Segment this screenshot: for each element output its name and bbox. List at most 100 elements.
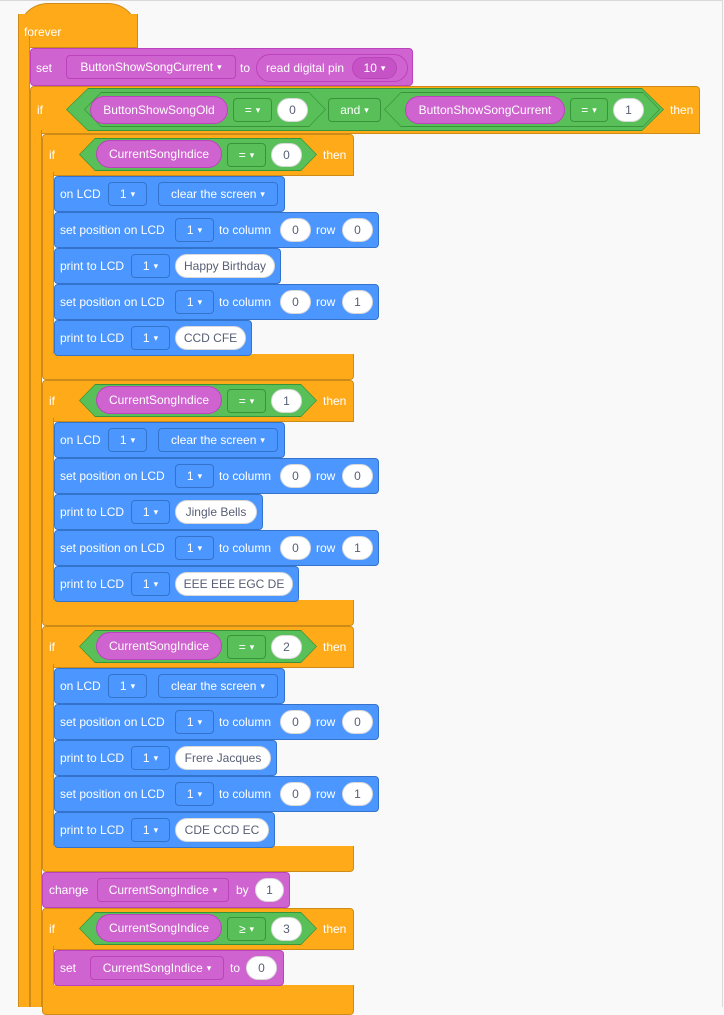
song-if-footer [42,846,354,872]
on-lcd-label: on LCD [60,679,101,693]
song-if-arm [42,172,54,356]
column-input[interactable]: 0 [280,782,311,806]
chevron-down-icon: ▾ [364,104,369,115]
set-position-block[interactable] [54,212,379,248]
lcd-action-dropdown[interactable]: clear the screen▾ [158,674,278,698]
value-input[interactable]: 1 [613,98,644,122]
lcd-number-dropdown[interactable]: 1▾ [131,818,170,842]
set-position-label: set position on LCD [60,295,165,309]
variable-dropdown[interactable]: CurrentSongIndice▾ [90,956,224,980]
value-input[interactable]: 1 [255,878,284,902]
text-input[interactable]: Frere Jacques [175,746,271,770]
row-input[interactable]: 1 [342,536,373,560]
value-input[interactable]: 2 [271,635,302,659]
forever-header [18,14,138,48]
chevron-down-icon: ▾ [197,542,203,553]
variable-reporter[interactable]: CurrentSongIndice [96,914,222,942]
set-position-block[interactable] [54,458,379,494]
to-column-label: to column [219,295,272,309]
lcd-number-dropdown[interactable]: 1▾ [175,782,214,806]
variable-reporter[interactable]: CurrentSongIndice [96,140,222,168]
lcd-number-dropdown[interactable]: 1▾ [108,182,147,206]
set-position-block[interactable] [54,704,379,740]
pin-dropdown[interactable]: 10▾ [352,57,397,79]
set-position-block[interactable] [54,776,379,812]
lcd-number-dropdown[interactable]: 1▾ [108,428,147,452]
column-input[interactable]: 0 [280,290,311,314]
set-label: set [36,61,53,75]
if-label: if [49,640,55,654]
text-input[interactable]: CDE CCD EC [175,818,269,842]
column-input[interactable]: 0 [280,218,311,242]
lcd-action-dropdown[interactable]: clear the screen▾ [158,182,278,206]
lcd-number-dropdown[interactable]: 1▾ [175,290,214,314]
value-input[interactable]: 0 [277,98,308,122]
by-label: by [236,883,249,897]
song-if-footer [42,600,354,626]
to-label: to [230,961,241,975]
lcd-number-dropdown[interactable]: 1▾ [108,674,147,698]
lcd-number-dropdown[interactable]: 1▾ [175,536,214,560]
main-if-arm [30,130,42,1007]
variable-reporter[interactable]: ButtonShowSongOld [90,96,228,124]
variable-reporter[interactable]: CurrentSongIndice [96,632,222,660]
chevron-down-icon: ▾ [197,716,203,727]
value-input[interactable]: 1 [271,389,302,413]
row-input[interactable]: 0 [342,464,373,488]
operator-dropdown[interactable]: =▾ [227,635,266,659]
lcd-action-dropdown[interactable]: clear the screen▾ [158,428,278,452]
lcd-number-dropdown[interactable]: 1▾ [175,710,214,734]
operator-dropdown[interactable]: =▾ [233,98,272,122]
operator-dropdown[interactable]: ≥▾ [227,917,266,941]
print-label: print to LCD [60,331,125,345]
chevron-down-icon: ▾ [153,578,159,589]
if-label: if [49,394,55,408]
lcd-number-dropdown[interactable]: 1▾ [131,572,170,596]
chevron-down-icon: ▾ [592,104,597,115]
variable-reporter[interactable]: ButtonShowSongCurrent [405,96,565,124]
text-input[interactable]: Happy Birthday [175,254,275,278]
lcd-number-dropdown[interactable]: 1▾ [175,464,214,488]
set-position-block[interactable] [54,284,379,320]
chevron-down-icon: ▾ [206,962,212,973]
value-input[interactable]: 0 [246,956,277,980]
lcd-number-dropdown[interactable]: 1▾ [131,500,170,524]
variable-dropdown[interactable]: ButtonShowSongCurrent▾ [66,55,236,79]
text-input[interactable]: Jingle Bells [175,500,257,524]
chevron-down-icon: ▾ [130,434,136,445]
variable-reporter[interactable]: CurrentSongIndice [96,386,222,414]
operator-dropdown[interactable]: =▾ [570,98,608,122]
row-label: row [316,715,336,729]
value-input[interactable]: 3 [271,917,302,941]
chevron-down-icon: ▾ [153,332,159,343]
on-lcd-label: on LCD [60,433,101,447]
chevron-down-icon: ▾ [130,188,136,199]
row-label: row [316,223,336,237]
chevron-down-icon: ▾ [260,188,265,199]
set-position-label: set position on LCD [60,469,165,483]
text-input[interactable]: EEE EEE EGC DE [175,572,293,596]
lcd-number-dropdown[interactable]: 1▾ [131,254,170,278]
column-input[interactable]: 0 [280,464,311,488]
then-label: then [323,148,347,162]
value-input[interactable]: 0 [271,143,302,167]
operator-dropdown[interactable]: =▾ [227,389,266,413]
and-dropdown[interactable]: and▾ [328,98,381,122]
text-input[interactable]: CCD CFE [175,326,246,350]
chevron-down-icon: ▾ [260,680,265,691]
column-input[interactable]: 0 [280,710,311,734]
set-position-block[interactable] [54,530,379,566]
column-input[interactable]: 0 [280,536,311,560]
lcd-number-dropdown[interactable]: 1▾ [175,218,214,242]
row-input[interactable]: 0 [342,218,373,242]
variable-dropdown[interactable]: CurrentSongIndice▾ [97,878,229,902]
row-input[interactable]: 0 [342,710,373,734]
row-input[interactable]: 1 [342,290,373,314]
print-label: print to LCD [60,259,125,273]
if-label: if [49,922,55,936]
lcd-number-dropdown[interactable]: 1▾ [131,326,170,350]
operator-dropdown[interactable]: =▾ [227,143,266,167]
chevron-down-icon: ▾ [249,149,255,160]
row-input[interactable]: 1 [342,782,373,806]
lcd-number-dropdown[interactable]: 1▾ [131,746,170,770]
